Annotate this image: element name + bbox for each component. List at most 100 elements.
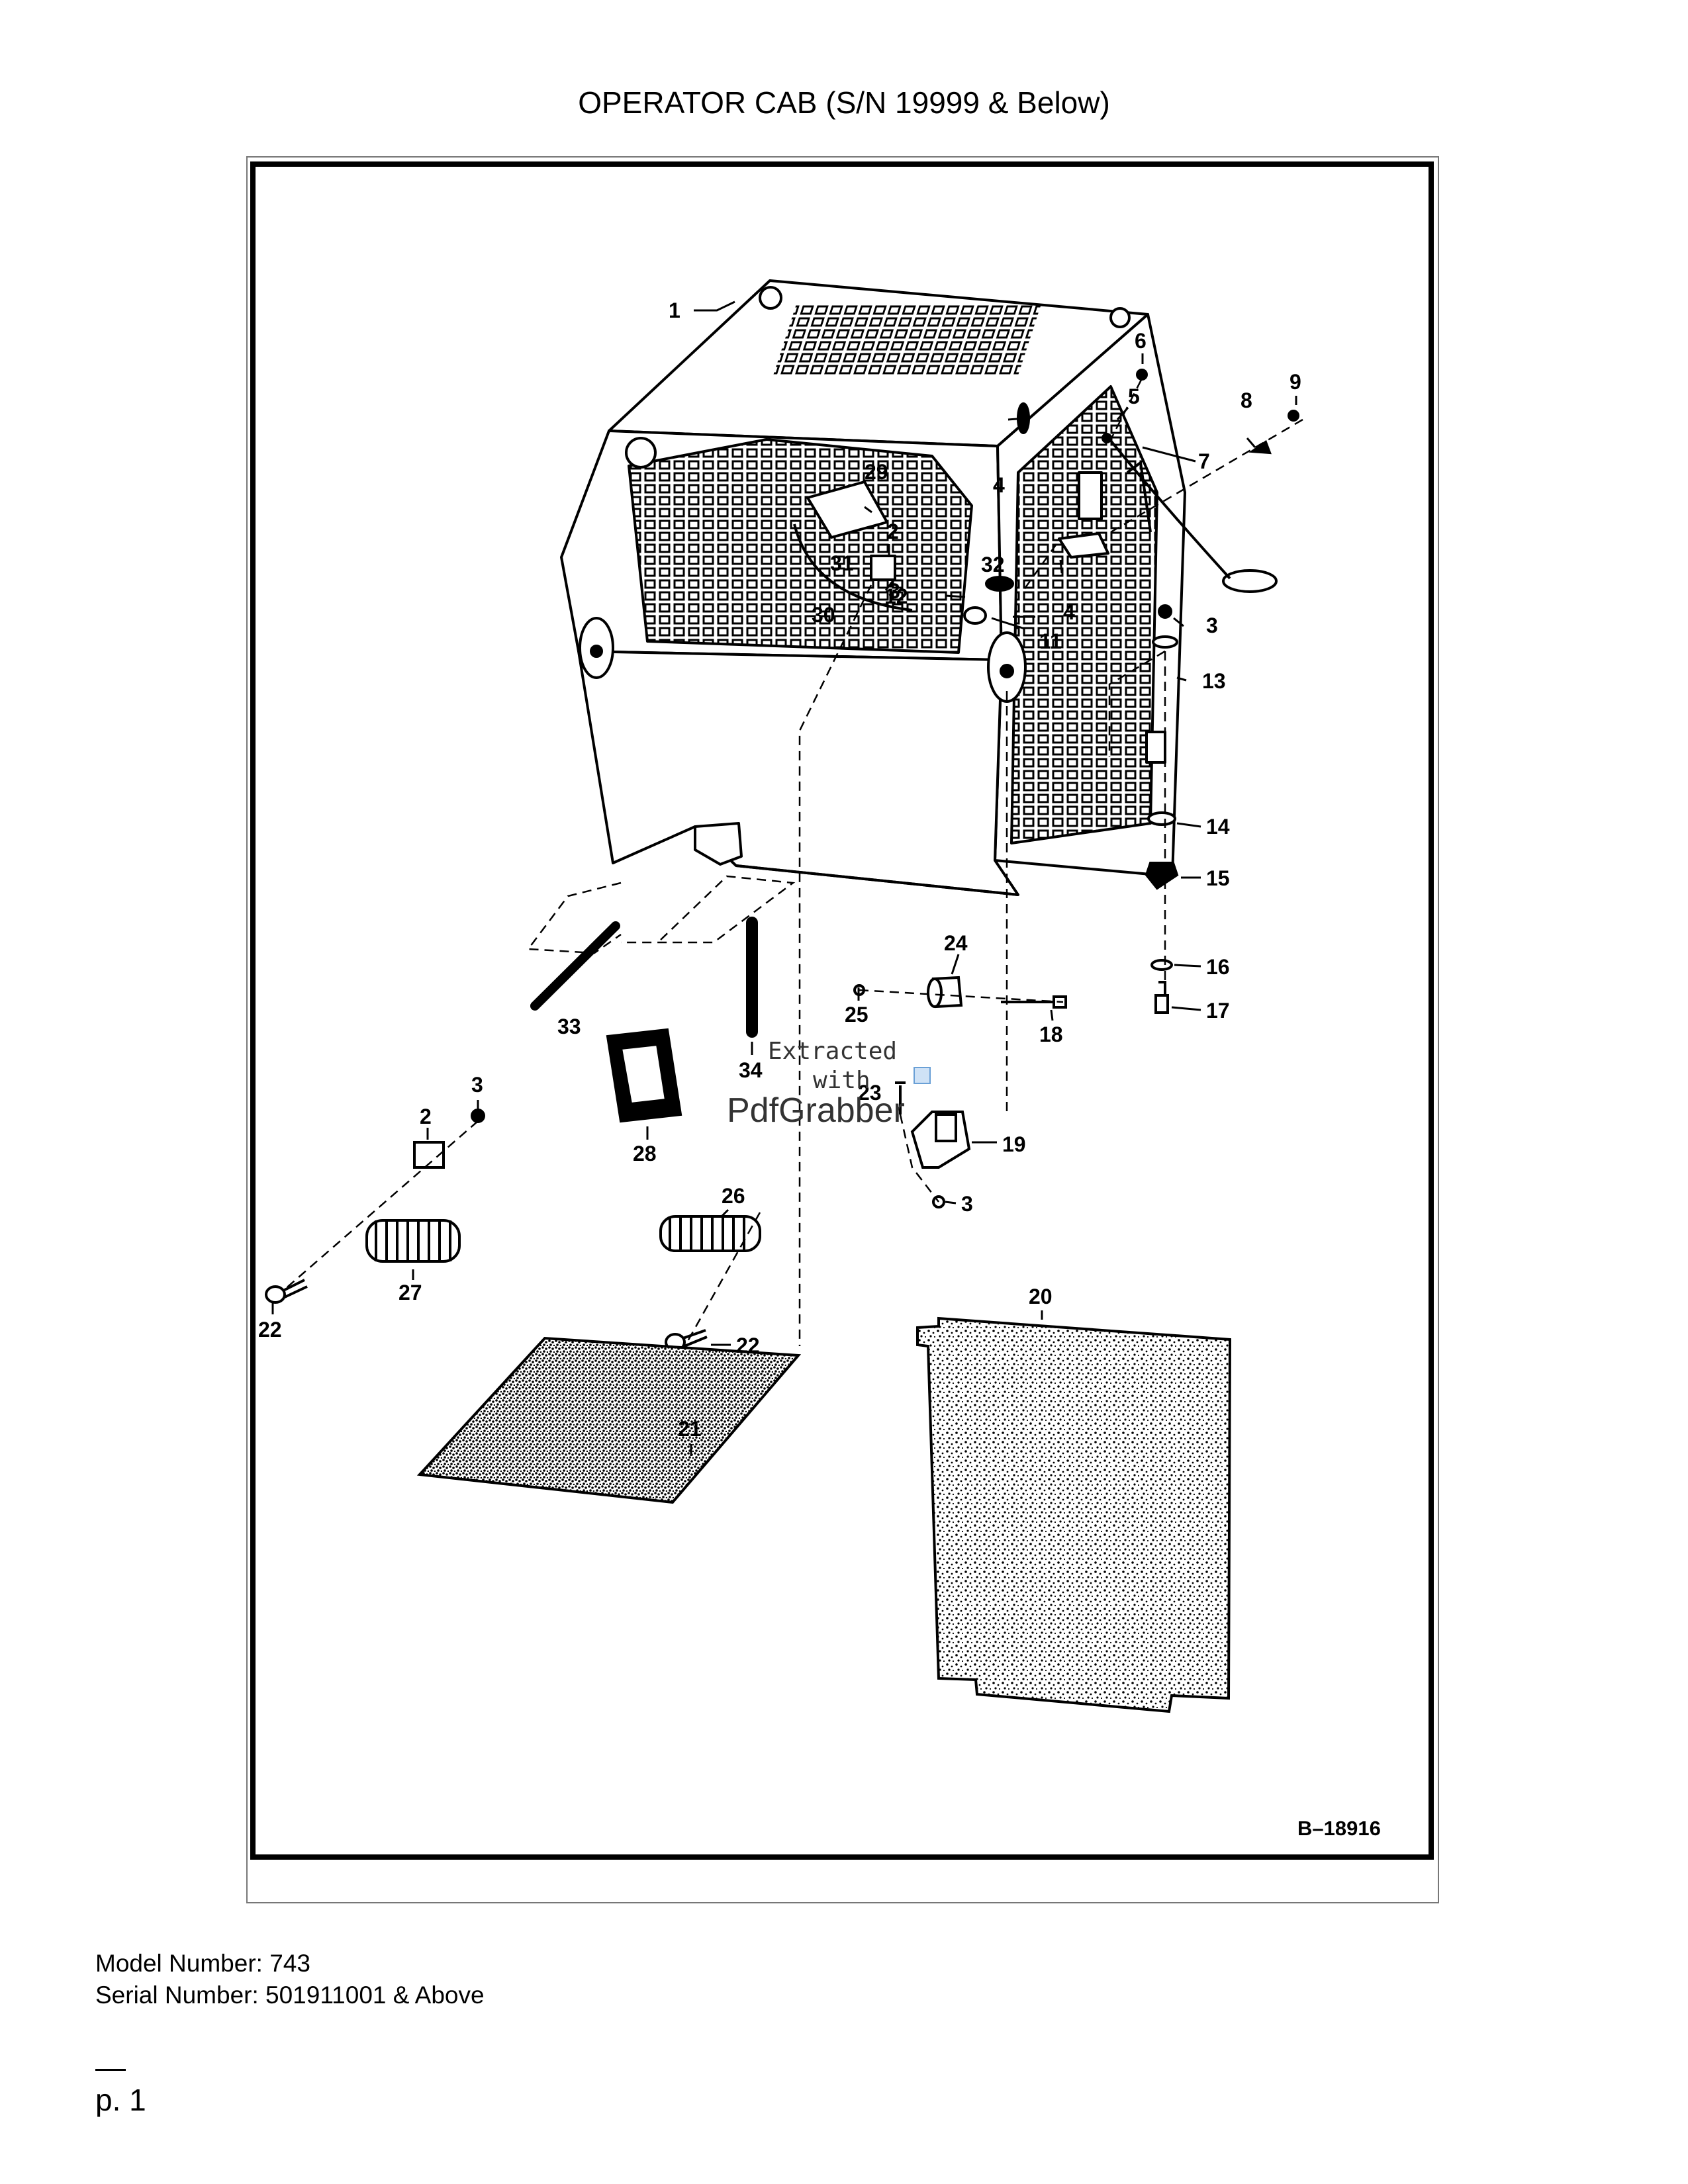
right-screen (1010, 385, 1158, 844)
lanyard-cable (1102, 433, 1278, 593)
watermark-brand-b: Grabber (778, 1091, 905, 1130)
callout-23: 23 (858, 1081, 882, 1105)
callout-26: 26 (722, 1184, 745, 1208)
pivot-hole-right (1000, 664, 1014, 678)
bushing-11 (963, 606, 987, 625)
nut-3-right (1158, 604, 1172, 619)
spring-26 (659, 1215, 761, 1252)
callout-27: 27 (399, 1281, 422, 1304)
roof-hole-right (1109, 307, 1131, 328)
figure-outer-border (246, 156, 1439, 1903)
callout-5: 5 (1128, 385, 1140, 408)
roof-hole-left (759, 286, 782, 310)
callout-34: 34 (739, 1058, 763, 1082)
callout-29: 29 (865, 460, 888, 484)
latch-plate (1058, 532, 1109, 559)
callout-28: 28 (633, 1142, 657, 1165)
callout-3-left: 3 (471, 1073, 483, 1097)
callout-4-upper: 4 (993, 473, 1005, 497)
watermark-text: with (813, 1067, 870, 1094)
left-screen (628, 438, 973, 654)
watermark-brand: PdfGrabber (727, 1091, 905, 1130)
callout-14: 14 (1206, 815, 1230, 839)
callout-3-upper: 3 (888, 579, 900, 603)
latch-block-2 (413, 1141, 445, 1169)
drawing-number: B–18916 (1297, 1817, 1381, 1840)
callout-3-center: 3 (961, 1192, 973, 1216)
callout-24: 24 (944, 931, 968, 955)
right-hardware (1136, 369, 1299, 1014)
model-number: Model Number: 743 (95, 1950, 310, 1977)
callout-21: 21 (678, 1417, 702, 1441)
cab-assembly (560, 279, 1186, 896)
page-number: p. 1 (95, 2083, 146, 2117)
right-side-bracket (1145, 731, 1166, 764)
callout-31: 31 (830, 551, 854, 575)
bolt-17 (1154, 981, 1169, 1014)
callout-25: 25 (845, 1003, 868, 1026)
spacer-lower (985, 576, 1014, 592)
assembly-lines (283, 379, 1303, 1346)
leader-lines (271, 300, 1297, 1456)
exploded-parts-diagram: 1 6 9 5 8 7 29 2 4 3 31 32 30 12 4 11 3 … (258, 279, 1303, 1713)
callout-6: 6 (1135, 329, 1147, 353)
callout-13: 13 (1202, 669, 1226, 693)
serial-number: Serial Number: 501911001 & Above (95, 1981, 485, 2009)
watermark-brand-a: Pdf (727, 1091, 779, 1130)
callout-4-lower: 4 (1063, 600, 1075, 624)
washer-14 (1147, 811, 1176, 826)
bolt-23 (895, 1081, 906, 1115)
callout-30: 30 (812, 603, 835, 627)
gas-strut-33 (530, 921, 620, 1011)
washer-16 (1150, 959, 1173, 971)
spring-27 (365, 1219, 461, 1263)
callout-18: 18 (1039, 1023, 1063, 1046)
callout-2: 2 (887, 520, 899, 543)
callout-17: 17 (1206, 999, 1230, 1023)
washer-13 (1152, 635, 1178, 649)
nut-3-left (471, 1109, 485, 1123)
callout-7: 7 (1198, 449, 1210, 473)
rubber-mount-15 (1145, 862, 1179, 890)
pivot-hole-left (590, 645, 603, 658)
clip-8 (1248, 439, 1272, 455)
watermark-icon (914, 1067, 931, 1084)
cab-floor-edge (735, 864, 1019, 896)
bolt-22-left (265, 1279, 308, 1304)
nut-6 (1136, 369, 1148, 381)
floor-mat-20 (916, 1316, 1232, 1713)
right-handrail (1126, 461, 1152, 533)
page-title: OPERATOR CAB (S/N 19999 & Below) (578, 85, 1110, 120)
callout-33: 33 (557, 1015, 581, 1038)
roof-grille (773, 304, 1042, 377)
callout-9: 9 (1289, 370, 1301, 394)
callout-22-left: 22 (258, 1318, 282, 1342)
callout-22-center: 22 (736, 1334, 760, 1357)
left-hardware (265, 917, 761, 1351)
floor-mat-21 (416, 1336, 802, 1504)
latch-block (870, 555, 896, 581)
cab-handle-curve (793, 523, 913, 612)
callout-labels: 1 6 9 5 8 7 29 2 4 3 31 32 30 12 4 11 3 … (258, 298, 1301, 1441)
center-hardware (853, 976, 1067, 1208)
callout-20: 20 (1029, 1285, 1053, 1308)
callout-8: 8 (1241, 388, 1252, 412)
watermark-text: Extracted (768, 1038, 898, 1065)
gasket-28-inner (619, 1042, 668, 1106)
nut-9 (1288, 410, 1299, 422)
side-hole (625, 437, 657, 469)
page-rule (95, 2069, 126, 2071)
callout-3-right: 3 (1206, 614, 1218, 637)
bracket-19-tab (935, 1113, 957, 1142)
callout-19: 19 (1002, 1132, 1026, 1156)
callout-11: 11 (1039, 629, 1062, 653)
latch-bracket (1078, 471, 1103, 520)
callout-12: 12 (884, 584, 908, 608)
cab-lower-front (577, 650, 1019, 896)
callout-2-left: 2 (420, 1105, 432, 1128)
callout-32: 32 (981, 553, 1005, 576)
bolt-18 (1001, 995, 1067, 1009)
floor-notch (694, 822, 743, 866)
callout-15: 15 (1206, 866, 1230, 890)
warning-decal (806, 480, 888, 539)
